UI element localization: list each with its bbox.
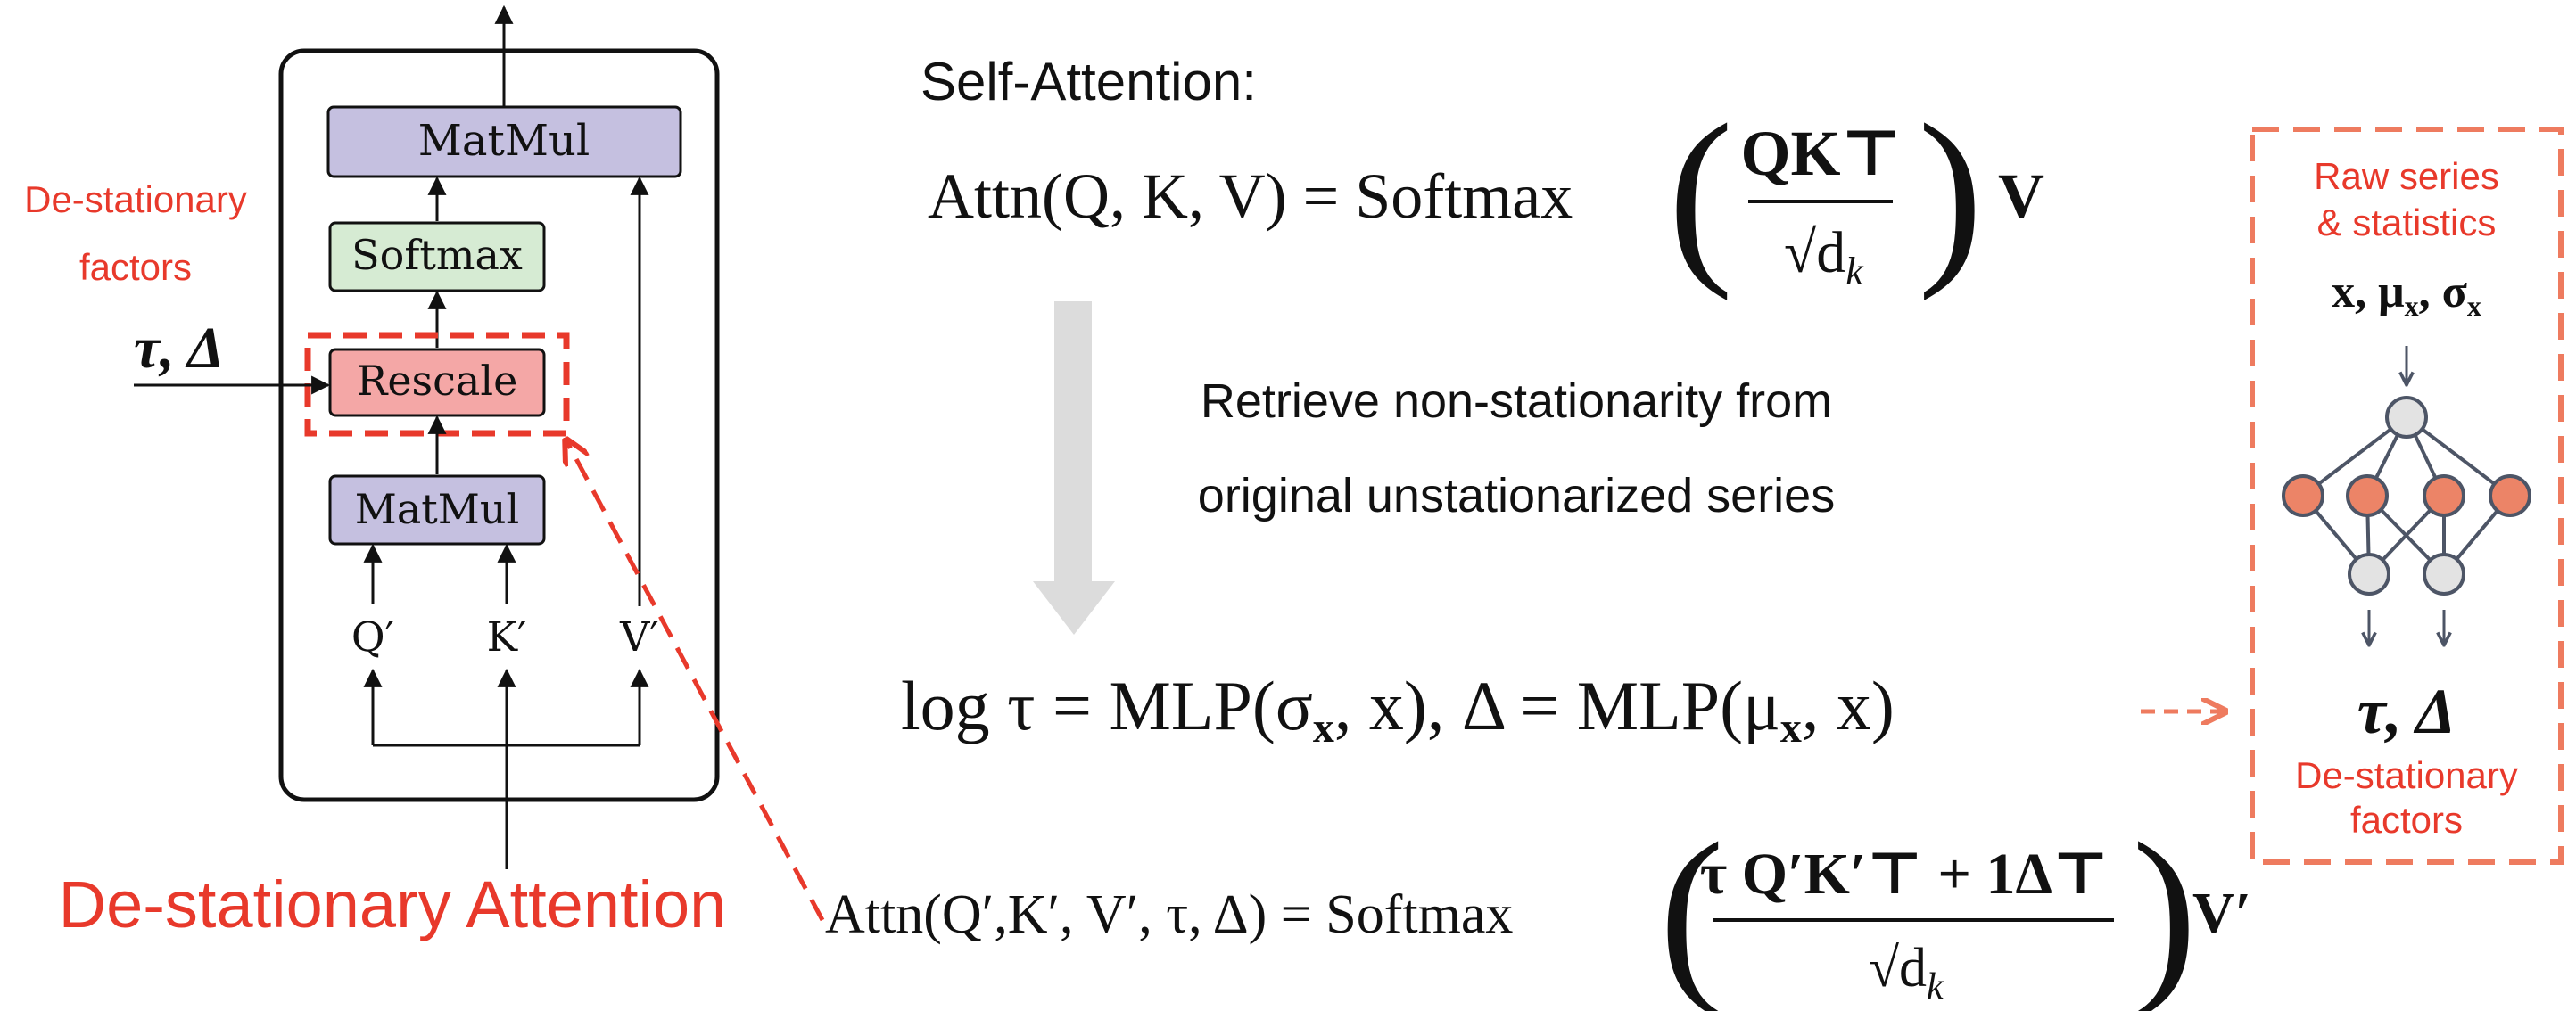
destationary-formula: Attn(Q′,K′, V′, τ, Δ) = Softmax ( τ Q′K′… [825,802,2251,1011]
retrieve-line1: Retrieve non-stationarity from [1201,374,1832,428]
attn-formula-numerator: QK⊤ [1740,118,1902,189]
dest-formula-numerator: τ Q′K′⊤ + 1Δ⊤ [1700,842,2109,907]
q-prime-label: Q′ [351,612,394,661]
attention-formula: Attn(Q, K, V) = Softmax ( QK⊤ √dk ) V [928,84,2044,301]
attn-left-paren: ( [1668,84,1733,301]
dest-den-sub: k [1927,966,1944,1007]
retrieve-line2: original unstationarized series [1198,469,1835,522]
module-caption: De-stationary Attention [59,867,727,941]
factor-label-line1: De-stationary [24,178,247,220]
dest-left-paren: ( [1659,802,1724,1011]
panel-output-label-line2: factors [2350,799,2463,841]
net-edges [2301,415,2512,576]
matmul-top-label: MatMul [418,116,590,166]
matmul-top-block [326,105,682,178]
projector-panel: Raw series & statistics x, μx, σx τ, Δ D… [2250,127,2564,865]
panel-title-line2: & statistics [2317,201,2497,243]
k-prime-label: K′ [487,612,527,661]
attn-den-sub: k [1845,250,1864,293]
dest-formula-lhs: Attn(Q′,K′, V′, τ, Δ) = Softmax [825,884,1513,945]
net-node-hidden-3 [2423,474,2465,517]
attn-right-paren: ) [1918,84,1983,301]
softmax-label: Softmax [351,231,523,279]
net-node-hidden-4 [2489,474,2531,517]
factor-input-symbols: τ, Δ [134,316,224,381]
rescale-label: Rescale [357,357,518,405]
matmul-bottom-label: MatMul [355,485,519,533]
net-node-hidden-1 [2282,474,2324,517]
self-attention-title: Self-Attention: [921,52,1257,111]
attn-formula-tail: V [1998,160,2044,232]
retrieve-down-arrow [1033,301,1115,635]
panel-output-label-line1: De-stationary [2295,754,2518,796]
matmul-bottom-block [328,474,546,546]
attention-module: MatMul Softmax Rescale MatMul Q′ K′ V′ [278,4,720,869]
dest-right-paren: ) [2132,802,2197,1011]
net-node-input [2385,396,2428,439]
net-node-hidden-2 [2346,474,2389,517]
factor-label-line2: factors [79,246,192,288]
dest-formula-tail: V′ [2192,881,2251,946]
panel-inputs: x, μx, σx [2332,267,2481,322]
projector-dashed-frame [2250,127,2564,865]
dest-formula-denominator: √dk [1869,938,1944,1007]
v-prime-label: V′ [619,612,659,661]
rescale-pointer-arrow [567,442,825,922]
attn-formula-lhs: Attn(Q, K, V) = Softmax [928,160,1573,232]
net-node-output-2 [2423,553,2465,596]
factor-input: De-stationary factors τ, Δ [24,178,331,395]
panel-output-symbols: τ, Δ [2357,676,2456,747]
net-node-output-1 [2348,553,2390,596]
panel-title-line1: Raw series [2314,155,2499,197]
mlp-formula: log τ = MLP(σx, x), Δ = MLP(μx, x) [901,667,1895,752]
attn-formula-denominator: √dk [1784,220,1864,293]
